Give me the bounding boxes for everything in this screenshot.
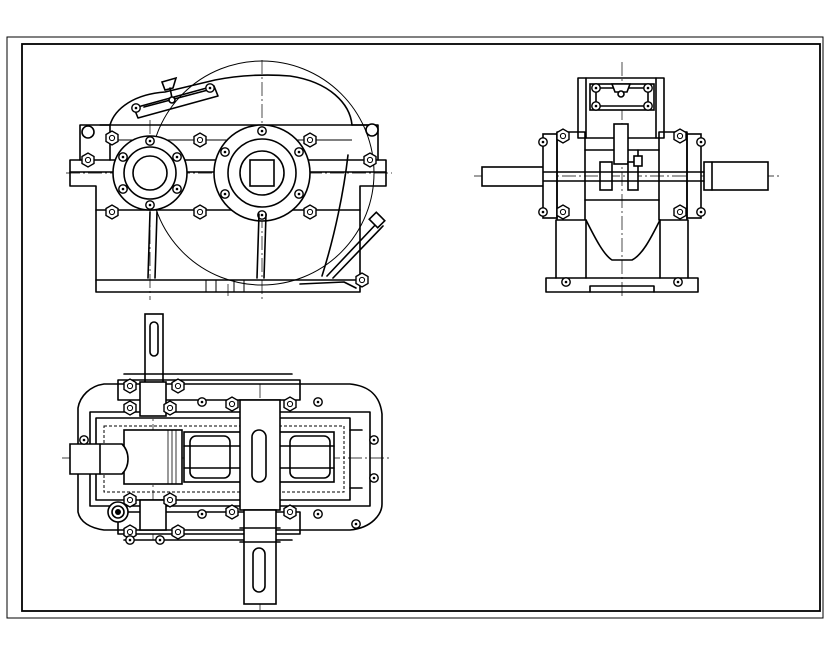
- front-view: [66, 60, 392, 300]
- inner-border: [21, 43, 821, 612]
- outer-border: [6, 36, 824, 619]
- top-view: [62, 313, 392, 610]
- side-view: [474, 62, 782, 298]
